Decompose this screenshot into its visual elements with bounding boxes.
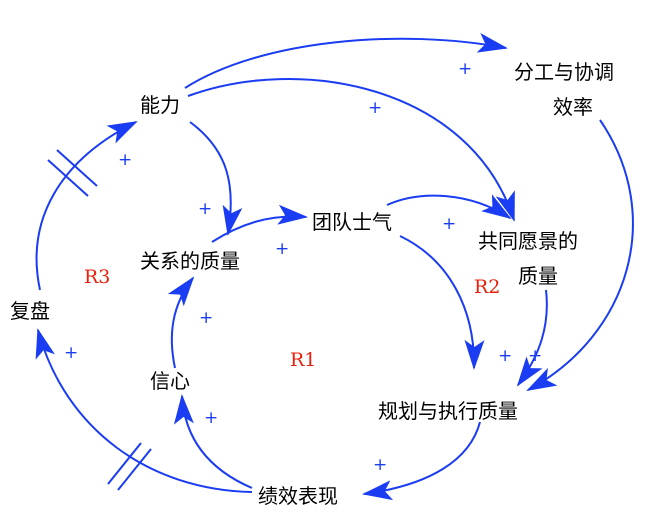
- sign-confidence-relationship: +: [199, 308, 213, 328]
- edge-ability-to-shared-vision: [187, 78, 515, 222]
- node-confidence: 信心: [150, 369, 190, 393]
- edge-shared-vision-to-planning: [516, 289, 548, 387]
- edge-ability-to-relationship: [189, 121, 243, 236]
- loop-label-r1: R1: [290, 349, 316, 371]
- edge-review-to-ability: [35, 121, 138, 291]
- sign-relationship-morale: +: [275, 239, 289, 259]
- sign-ability-relationship: +: [198, 199, 212, 219]
- delay-mark-performance-review-2: [117, 448, 152, 491]
- edge-division-to-planning: [526, 119, 634, 391]
- node-relationship-quality: 关系的质量: [140, 249, 240, 273]
- delay-marks: [47, 149, 152, 491]
- node-performance: 绩效表现: [258, 484, 338, 508]
- sign-performance-confidence: +: [204, 408, 218, 428]
- node-ability: 能力: [140, 93, 180, 117]
- loop-labels: R3 R1 R2: [84, 266, 500, 371]
- edge-confidence-to-relationship: [167, 276, 195, 369]
- edges: [35, 32, 634, 501]
- node-division-line1: 分工与协调: [514, 60, 614, 84]
- polarity-signs: + + + + + + + + + + + +: [64, 59, 542, 475]
- sign-ability-shared-vision: +: [368, 98, 382, 118]
- loop-label-r2: R2: [474, 276, 500, 298]
- edge-ability-to-division: [184, 32, 508, 89]
- edge-morale-to-planning: [399, 235, 485, 370]
- loop-label-r3: R3: [84, 266, 110, 288]
- edge-planning-to-performance: [362, 421, 481, 501]
- sign-performance-review: +: [64, 343, 78, 363]
- sign-morale-shared-vision: +: [442, 214, 456, 234]
- sign-review-ability: +: [118, 150, 132, 170]
- sign-shared-vision-planning: +: [528, 346, 542, 366]
- node-shared-vision-line2: 质量: [518, 264, 558, 288]
- edge-performance-to-review: [35, 328, 253, 493]
- node-planning-execution: 规划与执行质量: [378, 399, 518, 423]
- edge-performance-to-confidence: [173, 394, 253, 489]
- delay-mark-review-ability-2: [56, 149, 98, 187]
- sign-ability-division: +: [458, 59, 472, 79]
- sign-planning-performance: +: [373, 455, 387, 475]
- node-review: 复盘: [10, 299, 50, 323]
- sign-morale-planning: +: [498, 346, 512, 366]
- node-division-line2: 效率: [553, 95, 593, 119]
- delay-mark-performance-review-1: [107, 442, 142, 485]
- edge-relationship-to-morale: [211, 204, 308, 243]
- node-labels: 能力 分工与协调 效率 关系的质量 团队士气 共同愿景的 质量 复盘 信心 规划…: [10, 60, 614, 508]
- node-shared-vision-line1: 共同愿景的: [478, 229, 578, 253]
- delay-mark-review-ability-1: [47, 159, 89, 197]
- edge-morale-to-shared-vision: [386, 194, 512, 220]
- node-team-morale: 团队士气: [312, 210, 392, 234]
